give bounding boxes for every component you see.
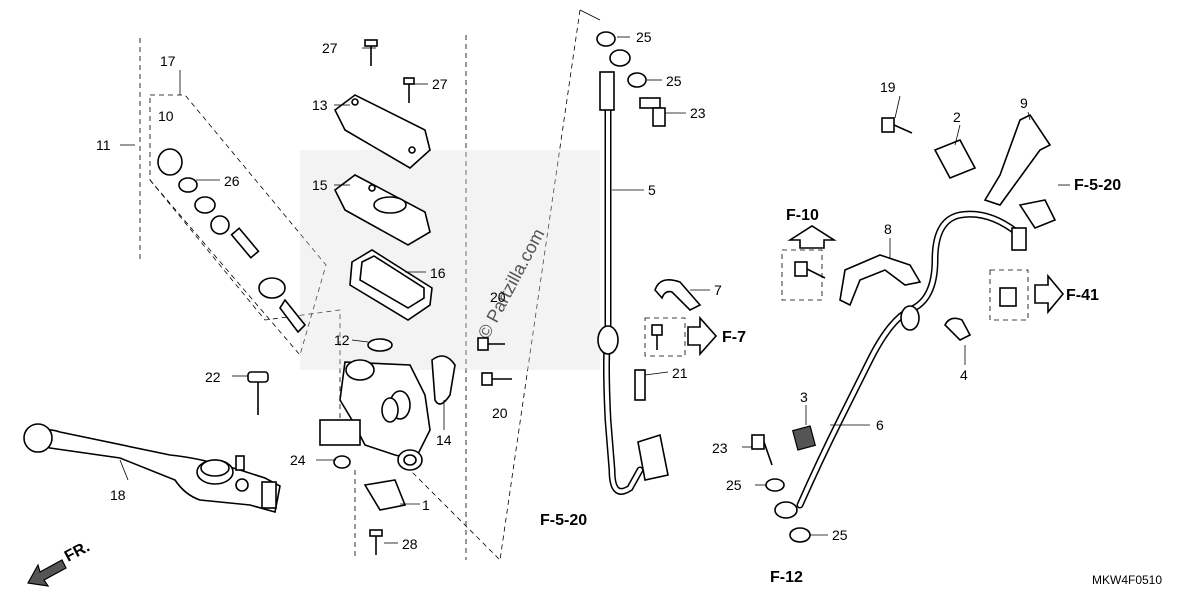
callout-20a: 20 [490,289,506,305]
callout-27a: 27 [322,40,338,56]
callout-11: 11 [96,137,111,153]
callout-5: 5 [648,182,656,198]
misc-small-parts [247,338,456,555]
ref-f5-20-right: F-5-20 [1074,177,1121,194]
callout-2: 2 [953,109,961,125]
callout-12: 12 [334,332,350,348]
lower-fittings [751,425,817,543]
arrow-right-icon [687,315,718,357]
bolts-20 [477,337,512,386]
callout-28: 28 [402,536,418,552]
callout-7: 7 [714,282,722,298]
ref-f7: F-7 [722,329,746,346]
callout-9: 9 [1020,95,1028,111]
screws-27 [364,39,415,103]
callout-21: 21 [672,365,688,381]
callout-25c: 25 [726,477,742,493]
callout-14: 14 [436,432,452,448]
group-outlines [139,9,1029,561]
ref-f12: F-12 [770,569,803,586]
diagram-code: MKW4F0510 [1092,573,1162,587]
callout-16: 16 [430,265,446,281]
callout-13: 13 [312,97,328,113]
diaphragm [349,249,433,321]
callout-15: 15 [312,177,328,193]
callout-20b: 20 [492,405,508,421]
brackets [651,113,1052,350]
reference-arrows [687,225,1065,357]
arrow-right-icon [1034,273,1065,315]
callout-26: 26 [224,173,240,189]
callout-23b: 23 [712,440,728,456]
upper-brake-hose [596,31,669,495]
front-direction-indicator: FR. [27,538,93,587]
callout-1: 1 [422,497,430,513]
arrow-up-icon [787,225,837,249]
direction-label: FR. [62,538,93,565]
hose-clamp-7 [654,279,702,311]
reservoir-plate [333,174,431,246]
callout-24: 24 [290,452,306,468]
ref-f41: F-41 [1066,287,1099,304]
lower-brake-hose [796,199,1057,509]
callout-8: 8 [884,221,892,237]
callout-25d: 25 [832,527,848,543]
callout-22: 22 [205,369,221,385]
arrow-down-left-icon [27,559,67,587]
callout-6: 6 [876,417,884,433]
callout-10: 10 [158,108,174,124]
master-cylinder-body [319,359,431,471]
callout-17: 17 [160,53,176,69]
callout-19: 19 [880,79,896,95]
callout-4: 4 [960,367,968,383]
ref-f5-20-bottom: F-5-20 [540,512,587,529]
reservoir-cover [333,94,431,169]
leader-lines [119,36,1070,544]
callout-3: 3 [800,389,808,405]
callout-25a: 25 [636,29,652,45]
callout-18: 18 [110,487,126,503]
piston-set [157,148,307,334]
callout-25b: 25 [666,73,682,89]
callout-numbers: 1 2 3 4 5 6 7 8 9 10 11 12 13 14 15 16 1… [96,29,1028,552]
brake-lever [23,423,281,514]
ref-f10: F-10 [786,207,819,224]
reference-labels: F-10 F-7 F-41 F-5-20 F-5-20 F-12 [540,177,1121,586]
callout-27b: 27 [432,76,448,92]
callout-23a: 23 [690,105,706,121]
